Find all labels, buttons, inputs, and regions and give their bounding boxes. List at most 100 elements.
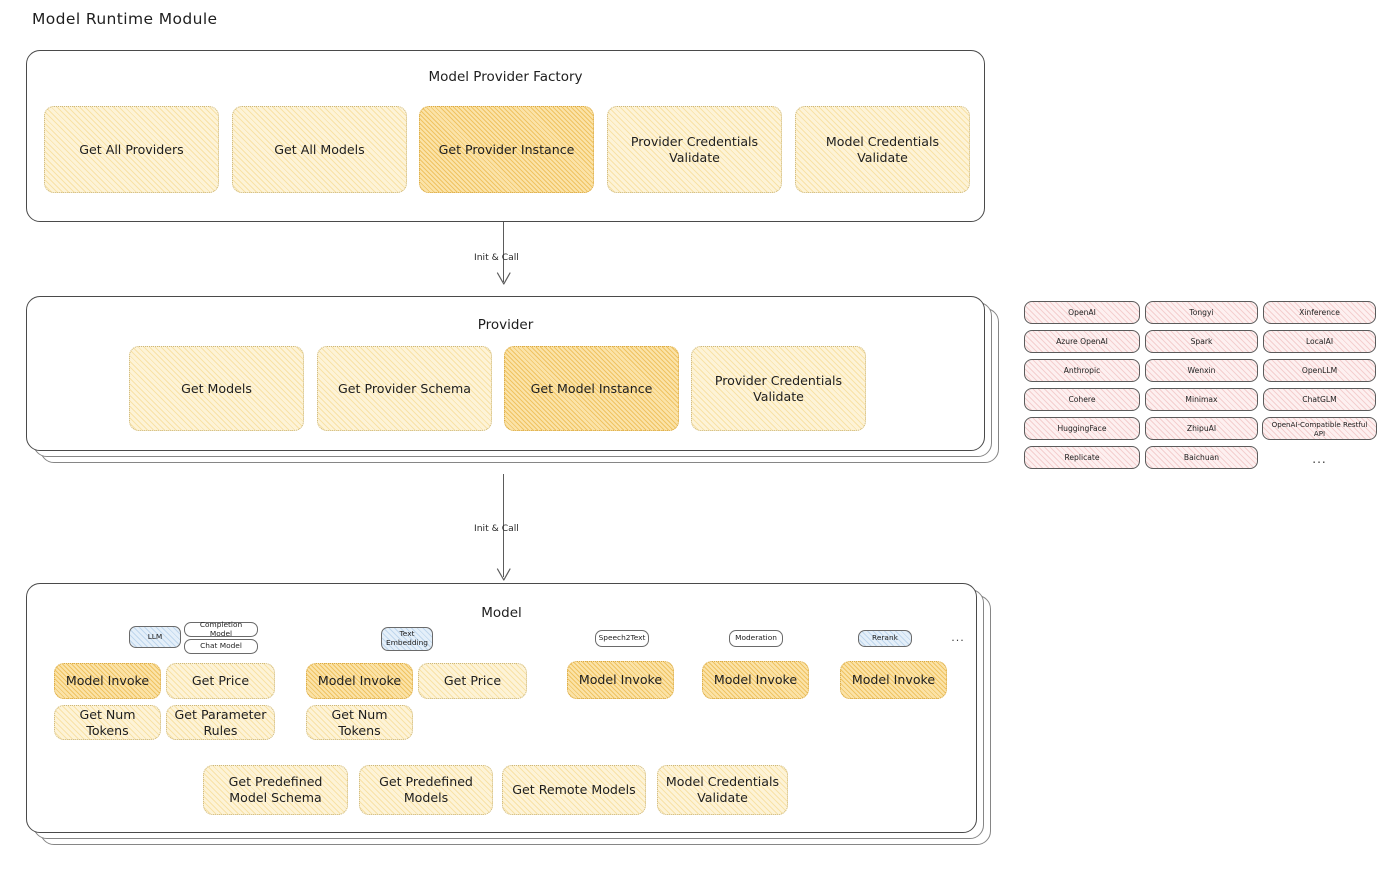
provider-pill-tongyi[interactable]: Tongyi [1145, 301, 1258, 324]
node-get-predefined-model-schema[interactable]: Get Predefined Model Schema [203, 765, 348, 815]
node-label: Get Remote Models [512, 782, 636, 798]
provider-pill-label: Replicate [1064, 453, 1100, 462]
model-type-chip-rerank[interactable]: Rerank [858, 630, 912, 647]
node-label: Provider Credentials Validate [714, 372, 843, 404]
node-label: Model Credentials Validate [665, 774, 780, 805]
provider-pill-label: OpenAI-Compatible Restful API [1271, 419, 1368, 438]
provider-pill-minimax[interactable]: Minimax [1145, 388, 1258, 411]
node-label: Get Num Tokens [79, 706, 136, 738]
provider-pill-label: Wenxin [1187, 366, 1216, 375]
model-subtype-chip-completion-model[interactable]: Completion Model [184, 619, 258, 638]
node-label: Provider Credentials Validate [630, 133, 759, 165]
provider-pill-baichuan[interactable]: Baichuan [1145, 446, 1258, 469]
model-type-chip-speech2text[interactable]: Speech2Text [595, 630, 649, 647]
model-type-label: LLM [147, 631, 163, 641]
provider-pill-cohere[interactable]: Cohere [1024, 388, 1140, 411]
node-label: Get Parameter Rules [174, 706, 267, 738]
node-llm-model-invoke[interactable]: Model Invoke [54, 663, 161, 699]
provider-pill-label: ZhipuAI [1186, 424, 1217, 433]
model-type-label: Text Embedding [386, 629, 428, 647]
node-label: Get All Models [274, 141, 365, 157]
provider-pill-label: OpenAI [1068, 308, 1096, 317]
provider-pill-label: OpenLLM [1301, 366, 1338, 375]
node-label: Get Price [443, 673, 502, 689]
provider-pill-label: Baichuan [1183, 453, 1220, 462]
node-provider-credentials-validate[interactable]: Provider Credentials Validate [607, 106, 782, 193]
model-type-label: Moderation [735, 633, 777, 643]
provider-pill-replicate[interactable]: Replicate [1024, 446, 1140, 469]
node-get-predefined-models[interactable]: Get Predefined Models [359, 765, 493, 815]
node-llm-get-num-tokens[interactable]: Get Num Tokens [54, 705, 161, 740]
provider-pill-spark[interactable]: Spark [1145, 330, 1258, 353]
node-llm-get-price[interactable]: Get Price [166, 663, 275, 699]
node-model-credentials-validate-2[interactable]: Model Credentials Validate [657, 765, 788, 815]
node-llm-get-parameter-rules[interactable]: Get Parameter Rules [166, 705, 275, 740]
node-label: Model Invoke [851, 672, 936, 688]
model-type-chip-text-embedding[interactable]: Text Embedding [381, 627, 433, 651]
provider-pill-label: Anthropic [1063, 366, 1101, 375]
provider-pill-chatglm[interactable]: ChatGLM [1263, 388, 1376, 411]
node-model-credentials-validate[interactable]: Model Credentials Validate [795, 106, 970, 193]
node-get-provider-instance[interactable]: Get Provider Instance [419, 106, 594, 193]
node-label: Get All Providers [79, 141, 184, 157]
model-type-label: Speech2Text [598, 633, 646, 643]
provider-pill-label: Cohere [1068, 395, 1096, 404]
provider-label: Provider [477, 317, 534, 333]
provider-pill-openai[interactable]: OpenAI [1024, 301, 1140, 324]
model-subtype-label: Chat Model [200, 641, 242, 651]
model-label: Model [481, 605, 522, 621]
provider-pill-label: Spark [1190, 337, 1213, 346]
provider-pill-label: Azure OpenAI [1056, 337, 1108, 346]
node-label: Get Predefined Models [379, 774, 473, 805]
provider-pill-openllm[interactable]: OpenLLM [1263, 359, 1376, 382]
page-title: Model Runtime Module [32, 10, 218, 28]
arrow-label-init-call-2: Init & Call [474, 523, 519, 534]
node-label: Model Invoke [713, 672, 798, 688]
provider-pill-openai-compatible-restful-api[interactable]: OpenAI-Compatible Restful API [1262, 417, 1377, 440]
node-rerank-model-invoke[interactable]: Model Invoke [840, 661, 947, 699]
node-label: Model Invoke [65, 673, 150, 689]
model-subtype-label: Completion Model [199, 619, 243, 638]
node-get-remote-models[interactable]: Get Remote Models [502, 765, 646, 815]
arrow-factory-to-provider-line [503, 222, 505, 282]
node-speech2text-model-invoke[interactable]: Model Invoke [567, 661, 674, 699]
arrow-label-init-call-1: Init & Call [474, 252, 519, 263]
node-label: Model Invoke [317, 673, 402, 689]
provider-pill-xinference[interactable]: Xinference [1263, 301, 1376, 324]
provider-pill-label: Minimax [1185, 395, 1218, 404]
provider-pill-localai[interactable]: LocalAI [1263, 330, 1376, 353]
node-text-embedding-get-num-tokens[interactable]: Get Num Tokens [306, 705, 413, 740]
node-label: Get Model Instance [530, 380, 653, 396]
node-get-models[interactable]: Get Models [129, 346, 304, 431]
model-type-chip-llm[interactable]: LLM [129, 626, 181, 648]
node-label: Get Price [191, 673, 250, 689]
provider-pill-zhipuai[interactable]: ZhipuAI [1145, 417, 1258, 440]
arrow-factory-to-provider-head [496, 272, 511, 285]
provider-pill-label: ChatGLM [1302, 395, 1337, 404]
model-type-chip-moderation[interactable]: Moderation [729, 630, 783, 647]
model-type-label: Rerank [872, 633, 898, 643]
model-subtype-chip-chat-model[interactable]: Chat Model [184, 639, 258, 654]
node-label: Get Models [181, 380, 252, 396]
provider-pill-wenxin[interactable]: Wenxin [1145, 359, 1258, 382]
provider-pill-label: HuggingFace [1057, 424, 1107, 433]
node-provider-credentials-validate-2[interactable]: Provider Credentials Validate [691, 346, 866, 431]
node-label: Get Num Tokens [331, 706, 388, 738]
node-get-provider-schema[interactable]: Get Provider Schema [317, 346, 492, 431]
model-provider-factory-label: Model Provider Factory [428, 69, 583, 85]
provider-pill-huggingface[interactable]: HuggingFace [1024, 417, 1140, 440]
node-get-all-models[interactable]: Get All Models [232, 106, 407, 193]
provider-pill-azure-openai[interactable]: Azure OpenAI [1024, 330, 1140, 353]
node-label: Get Predefined Model Schema [228, 774, 323, 805]
provider-pill-anthropic[interactable]: Anthropic [1024, 359, 1140, 382]
node-text-embedding-model-invoke[interactable]: Model Invoke [306, 663, 413, 699]
provider-pill-label: Tongyi [1189, 308, 1214, 317]
node-get-model-instance[interactable]: Get Model Instance [504, 346, 679, 431]
arrow-provider-to-model-line [503, 474, 505, 577]
node-label: Get Provider Schema [338, 380, 471, 396]
node-get-all-providers[interactable]: Get All Providers [44, 106, 219, 193]
node-moderation-model-invoke[interactable]: Model Invoke [702, 661, 809, 699]
node-text-embedding-get-price[interactable]: Get Price [418, 663, 527, 699]
node-label: Model Invoke [578, 672, 663, 688]
